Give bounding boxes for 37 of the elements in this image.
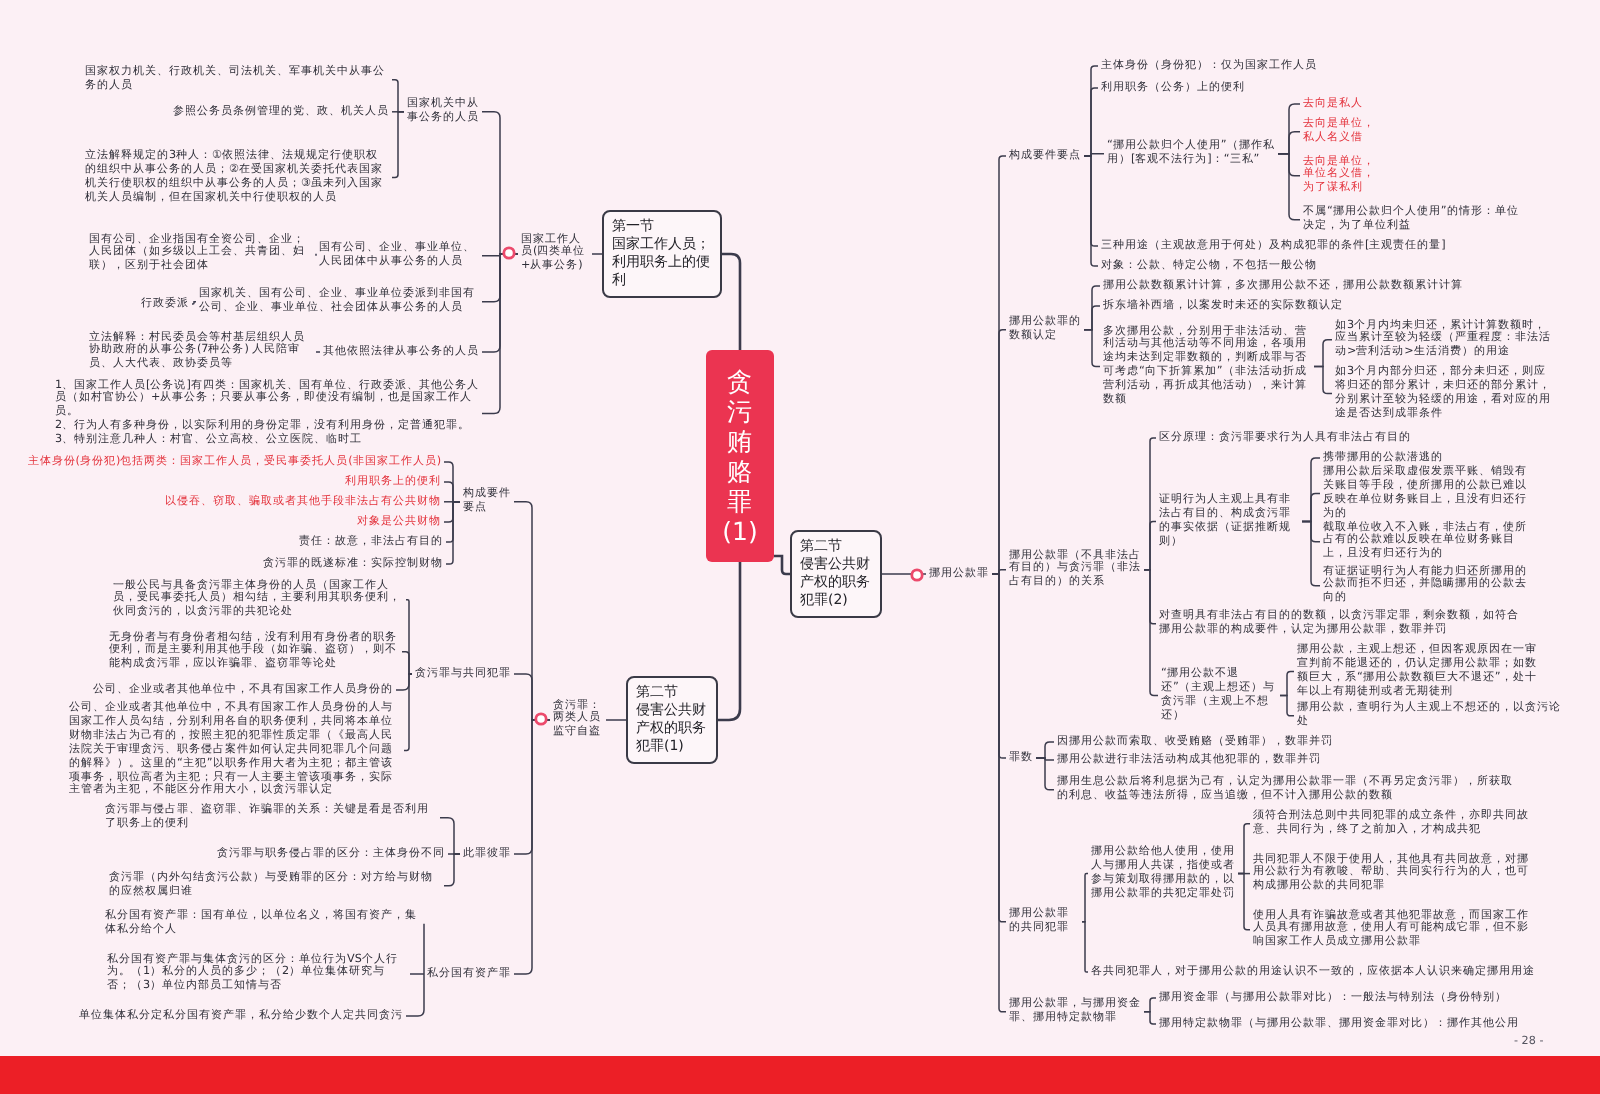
connector-line [1083,155,1099,267]
connector-line [409,973,425,975]
section-box [626,676,718,764]
connector-line [1237,823,1251,875]
connector-line [1277,153,1301,221]
connector-line [1143,569,1159,697]
connector-line [423,923,425,975]
connector-line [1081,872,1089,923]
section-box [790,530,882,618]
connector-line [191,301,197,305]
connector-line [605,719,627,721]
connector-line [315,351,321,353]
connector-line [1081,921,1089,973]
connector-line [443,853,461,887]
connector-line [991,573,1007,1013]
connector-line [405,973,425,1017]
connector-line [403,673,413,752]
connector-line [1301,520,1321,587]
connector-line [1237,872,1251,931]
connector-line [439,817,461,855]
connector-line [1035,757,1055,791]
connector-line [774,554,790,576]
section-box [602,210,722,298]
connector-line [391,111,405,179]
connector-line [1143,520,1157,571]
central-topic-box: 贪污贿赂罪(1) [706,350,774,562]
connector-line [401,651,413,675]
connector-line [881,573,927,575]
connector-line [1083,329,1101,368]
connector-line [1313,365,1333,395]
connector-line [1143,1011,1157,1025]
connector-line [391,79,405,113]
connector-line [1279,694,1295,717]
connector-line [591,253,603,255]
connector-line [1143,997,1157,1013]
connector-line [445,501,461,565]
connector-line [722,252,742,350]
